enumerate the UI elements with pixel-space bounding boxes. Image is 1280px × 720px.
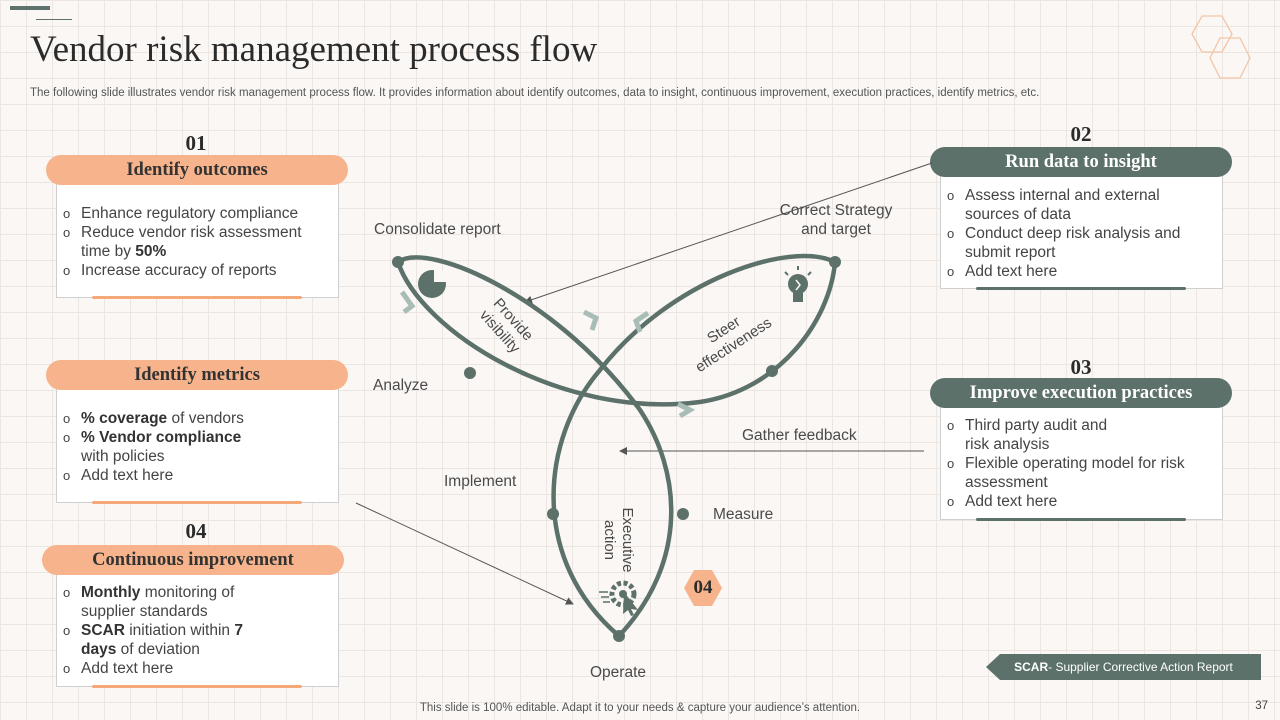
scar-definition-banner: SCAR- Supplier Corrective Action Report — [986, 654, 1261, 680]
step-number-02: 02 — [1070, 122, 1092, 146]
footer-note: This slide is 100% editable. Adapt it to… — [419, 702, 861, 714]
list-item: Third party audit and risk analysis — [941, 416, 1219, 454]
flow-chevron — [582, 309, 600, 331]
label-consolidate-report: Consolidate report — [374, 221, 501, 238]
identify-metrics-header: Identify metrics — [46, 360, 348, 390]
list-item: % Vendor compliance with policies — [57, 428, 335, 466]
flow-chevron — [399, 290, 416, 314]
diagram-nodes — [392, 256, 841, 642]
header-accent-line — [36, 19, 72, 20]
list-item: Conduct deep risk analysis and submit re… — [941, 224, 1219, 262]
node-correct-strategy — [829, 256, 841, 268]
list-item: SCAR initiation within 7 days of deviati… — [57, 621, 335, 659]
lightbulb-icon — [784, 266, 812, 302]
node-implement — [547, 508, 559, 520]
page-number: 37 — [1255, 700, 1268, 712]
continuous-improvement-list: Monthly monitoring of supplier standards… — [57, 583, 335, 678]
identify-outcomes-header: Identify outcomes — [46, 155, 348, 185]
list-item: Add text here — [941, 492, 1219, 511]
pie-chart-icon — [418, 268, 448, 298]
hexagon-badge — [684, 570, 722, 606]
node-operate — [613, 630, 625, 642]
petal-left — [396, 255, 674, 638]
node-analyze — [464, 367, 476, 379]
continuous-improvement-header: Continuous improvement — [42, 545, 344, 575]
execution-practices-list: Third party audit and risk analysis Flex… — [941, 416, 1219, 511]
list-item: Flexible operating model for risk assess… — [941, 454, 1219, 492]
list-item: Increase accuracy of reports — [57, 261, 335, 280]
label-correct-strategy: Correct Strategy and target — [779, 202, 893, 238]
identify-outcomes-list: Enhance regulatory compliance Reduce ven… — [57, 204, 335, 280]
step-number-03: 03 — [1070, 355, 1092, 379]
node-measure — [677, 508, 689, 520]
run-data-list: Assess internal and external sources of … — [941, 186, 1219, 281]
gear-cursor-icon — [599, 580, 638, 616]
list-item: Enhance regulatory compliance — [57, 204, 335, 223]
step-number-04: 04 — [185, 519, 207, 543]
flow-chevron — [676, 401, 696, 419]
list-item: Add text here — [57, 466, 335, 485]
list-item: Add text here — [941, 262, 1219, 281]
flow-chevron — [632, 310, 650, 333]
node-gather-feedback — [766, 365, 778, 377]
label-implement: Implement — [444, 473, 517, 490]
identify-metrics-list: % coverage of vendors % Vendor complianc… — [57, 409, 335, 485]
label-operate: Operate — [590, 664, 647, 681]
list-item: Assess internal and external sources of … — [941, 186, 1219, 224]
header-accent-bar — [10, 6, 50, 10]
node-consolidate — [392, 256, 404, 268]
hexagon-decoration — [1191, 15, 1251, 79]
label-gather-feedback: Gather feedback — [742, 427, 857, 444]
page-subtitle: The following slide illustrates vendor r… — [30, 87, 1040, 99]
page-title: Vendor risk management process flow — [30, 29, 598, 70]
label-executive-action: Executive action — [601, 507, 636, 573]
list-item: % coverage of vendors — [57, 409, 335, 428]
list-item: Monthly monitoring of supplier standards — [57, 583, 335, 621]
label-measure: Measure — [713, 506, 774, 523]
list-item: Reduce vendor risk assessment time by 50… — [57, 223, 335, 261]
execution-practices-header: Improve execution practices — [930, 378, 1232, 408]
arrow-to-operate — [355, 502, 574, 605]
run-data-header: Run data to insight — [930, 147, 1232, 177]
arrow-data-to-visibility — [524, 162, 933, 304]
list-item: Add text here — [57, 659, 335, 678]
petal-right — [551, 253, 836, 638]
label-analyze: Analyze — [373, 377, 429, 394]
hexagon-badge-label: 04 — [693, 577, 713, 598]
step-number-01: 01 — [185, 131, 207, 155]
